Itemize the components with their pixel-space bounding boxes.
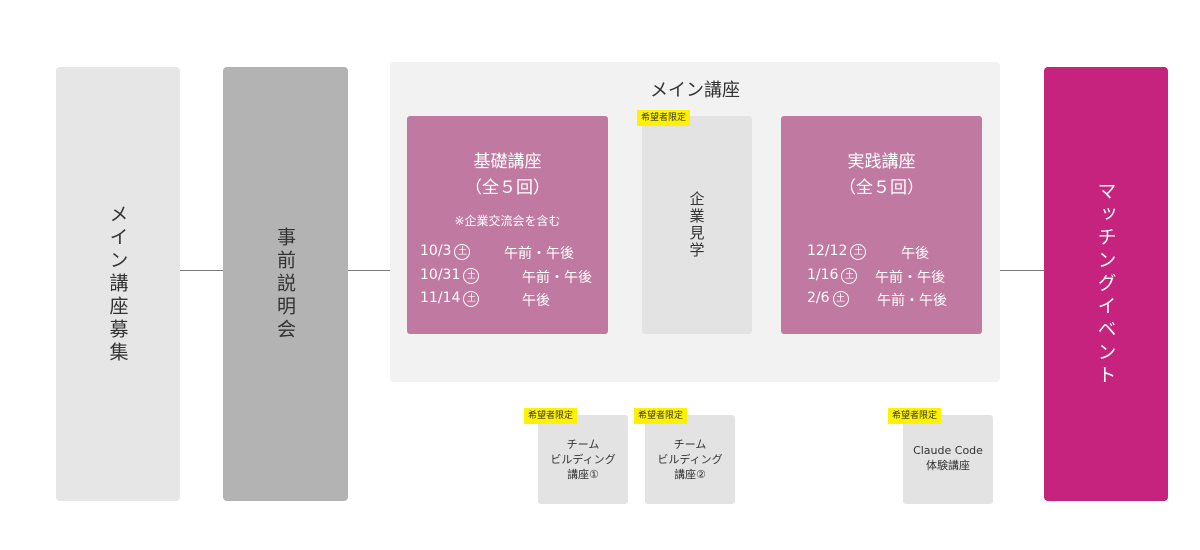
schedule-time: 午前・午後 <box>504 246 574 262</box>
weekday-circle: 土 <box>850 244 867 260</box>
weekday-circle: 土 <box>841 268 858 284</box>
claude-code-course: Claude Code 体験講座 <box>903 415 993 504</box>
course-line: ビルディング <box>550 453 616 466</box>
course-line: ビルディング <box>657 453 723 466</box>
recruitment-label: メイン講座募集 <box>106 203 129 365</box>
limited-badge: 希望者限定 <box>888 408 942 424</box>
schedule-date: 10/3 <box>420 243 452 259</box>
briefing-label: 事前説明会 <box>274 226 296 342</box>
connector-line <box>348 270 390 271</box>
basic-course-note: ※企業交流会を含む <box>454 214 561 228</box>
company-visit-card: 企業見学 <box>642 116 752 334</box>
course-line: チーム <box>566 438 600 451</box>
schedule-time: 午前・午後 <box>522 270 592 286</box>
connector-line <box>180 270 223 271</box>
schedule-date: 12/12 <box>807 243 848 259</box>
schedule-date: 1/16 <box>807 267 839 283</box>
practical-course-title: 実践講座 <box>847 152 916 172</box>
course-line: 講座② <box>674 468 706 481</box>
course-line: 講座① <box>567 468 599 481</box>
matching-event-stage: マッチングイベント <box>1044 67 1168 501</box>
course-line: 体験講座 <box>926 459 970 472</box>
course-line: Claude Code <box>913 444 983 457</box>
limited-badge: 希望者限定 <box>524 408 578 424</box>
main-course-recruitment-stage: メイン講座募集 <box>56 67 180 501</box>
matching-label: マッチングイベント <box>1094 180 1117 388</box>
schedule-time: 午前・午後 <box>877 293 947 309</box>
schedule-time: 午後 <box>522 293 550 309</box>
team-building-course-2: チーム ビルディング 講座② <box>645 415 735 504</box>
course-line: チーム <box>673 438 707 451</box>
schedule-time: 午後 <box>901 246 929 262</box>
schedule-time: 午前・午後 <box>875 270 945 286</box>
practical-course-sessions: （全５回） <box>839 178 924 198</box>
weekday-circle: 土 <box>463 291 480 307</box>
team-building-course-1: チーム ビルディング 講座① <box>538 415 628 504</box>
weekday-circle: 土 <box>832 291 849 307</box>
weekday-circle: 土 <box>454 244 471 260</box>
main-course-title: メイン講座 <box>650 80 740 101</box>
limited-badge: 希望者限定 <box>634 408 688 424</box>
company-visit-label: 企業見学 <box>687 191 706 259</box>
schedule-date: 2/6 <box>807 290 830 306</box>
basic-course-title: 基礎講座 <box>473 152 542 172</box>
basic-course-sessions: （全５回） <box>465 178 550 198</box>
limited-badge: 希望者限定 <box>637 110 691 126</box>
weekday-circle: 土 <box>463 268 480 284</box>
pre-briefing-stage: 事前説明会 <box>223 67 348 501</box>
connector-line <box>1000 270 1044 271</box>
schedule-date: 11/14 <box>420 290 461 306</box>
schedule-date: 10/31 <box>420 267 461 283</box>
